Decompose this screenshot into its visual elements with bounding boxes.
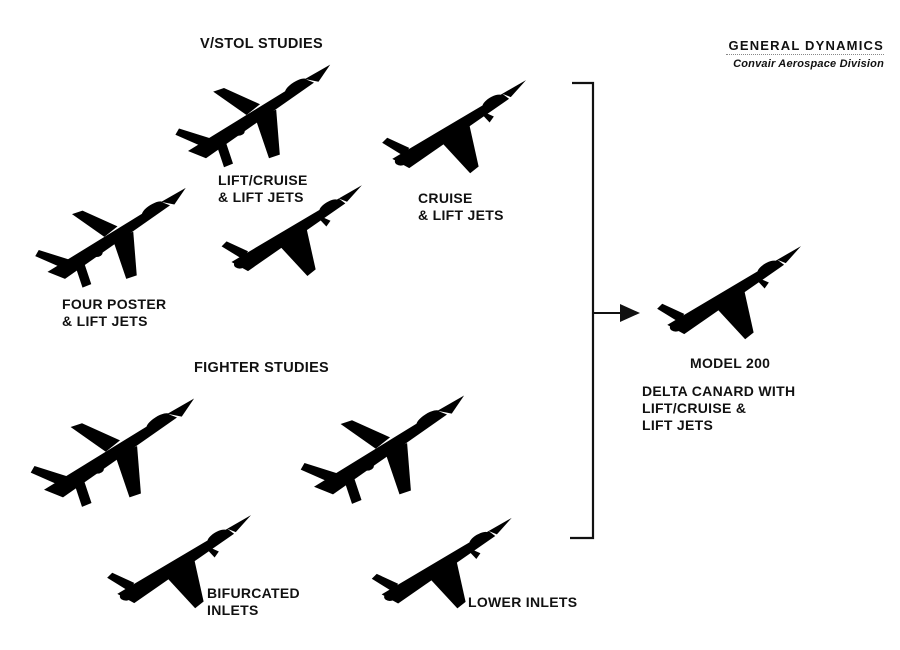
fighter-studies-heading: FIGHTER STUDIES	[194, 360, 330, 376]
model-200-description: DELTA CANARD WITH LIFT/CRUISE & LIFT JET…	[642, 383, 796, 433]
fighter-study-swept-aircraft	[25, 385, 215, 509]
logo-fine-print	[726, 54, 884, 57]
four-poster-lift-jets-label: FOUR POSTER & LIFT JETS	[62, 296, 167, 329]
cruise-lift-jets-label: CRUISE & LIFT JETS	[418, 190, 504, 223]
company-name: GENERAL DYNAMICS	[728, 38, 884, 53]
bifurcated-inlets-label: BIFURCATED INLETS	[207, 585, 300, 618]
vstol-studies-heading: V/STOL STUDIES	[200, 36, 323, 52]
bifurcated-inlets-aircraft	[100, 505, 270, 615]
model-200-title: MODEL 200	[690, 355, 771, 371]
lower-inlets-aircraft	[365, 508, 530, 615]
bracket-line	[570, 81, 595, 540]
model-200-aircraft	[650, 236, 820, 346]
vstol-delta-aircraft	[215, 175, 380, 283]
division-name: Convair Aerospace Division	[733, 58, 884, 70]
fighter-study-twin-tail-aircraft	[295, 382, 485, 506]
four-poster-lift-jets-aircraft	[30, 175, 205, 290]
company-logo: GENERAL DYNAMICS Convair Aerospace Divis…	[716, 38, 884, 70]
arrow-head	[620, 304, 640, 322]
lift-cruise-lift-jets-aircraft	[170, 52, 350, 169]
lift-cruise-lift-jets-label: LIFT/CRUISE & LIFT JETS	[218, 172, 308, 205]
cruise-lift-jets-aircraft	[375, 70, 545, 180]
lower-inlets-label: LOWER INLETS	[468, 594, 578, 610]
